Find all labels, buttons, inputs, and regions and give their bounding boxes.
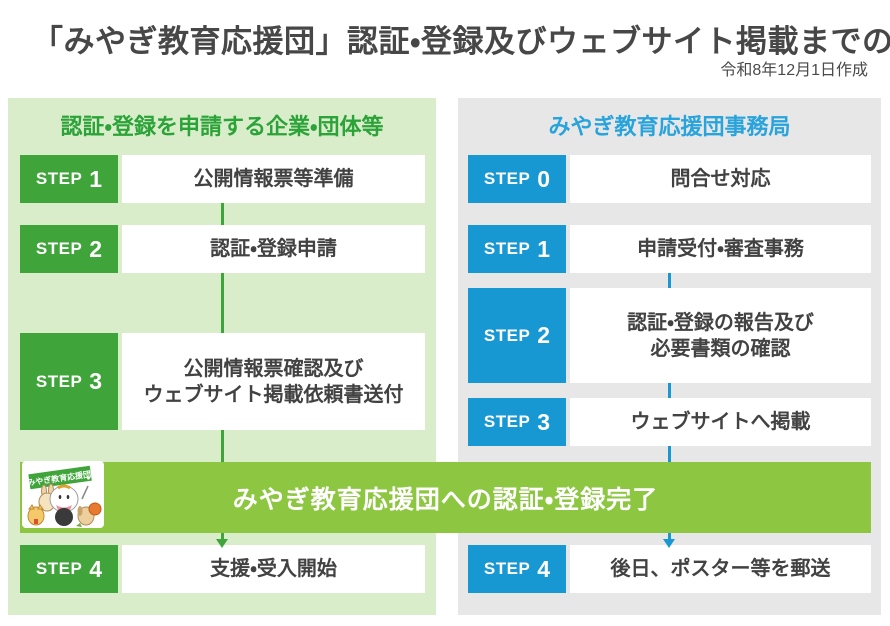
left-step-2-badge: STEP 2 bbox=[20, 225, 118, 273]
left-step-1-text: 公開情報票等準備 bbox=[122, 155, 425, 203]
left-step-2-text: 認証・登録申請 bbox=[122, 225, 425, 273]
left-step-1-badge: STEP 1 bbox=[20, 155, 118, 203]
page-title: 「みやぎ教育応援団」認証・登録及びウェブサイト掲載までの流れ bbox=[32, 24, 890, 59]
right-step-0-text: 問合せ対応 bbox=[570, 155, 871, 203]
right-step-1-badge: STEP 1 bbox=[468, 225, 566, 273]
step-number: 3 bbox=[537, 408, 551, 435]
step-number: 4 bbox=[537, 555, 551, 582]
left-step-2-row: STEP 2 認証・登録申請 bbox=[20, 225, 425, 273]
right-step-1-row: STEP 1 申請受付・審査事務 bbox=[468, 225, 871, 273]
right-step-0-row: STEP 0 問合せ対応 bbox=[468, 155, 871, 203]
step-number: 2 bbox=[89, 235, 103, 262]
office-column-title: みやぎ教育応援団事務局 bbox=[548, 114, 791, 139]
left-step-1-row: STEP 1 公開情報票等準備 bbox=[20, 155, 425, 203]
step-number: 1 bbox=[537, 235, 551, 262]
step-label: STEP bbox=[483, 239, 531, 258]
right-step-2-text: 認証・登録の報告及び 必要書類の確認 bbox=[570, 288, 871, 383]
completion-banner-text: みやぎ教育応援団への認証・登録完了 bbox=[232, 485, 659, 514]
left-step-4-badge: STEP 4 bbox=[20, 545, 118, 593]
step-number: 0 bbox=[537, 165, 551, 192]
left-step-3-badge: STEP 3 bbox=[20, 333, 118, 430]
right-step-3-badge: STEP 3 bbox=[468, 398, 566, 446]
right-step-2-row: STEP 2 認証・登録の報告及び 必要書類の確認 bbox=[468, 288, 871, 383]
flow-connector bbox=[668, 446, 671, 462]
step-label: STEP bbox=[35, 559, 83, 578]
left-step-3-text: 公開情報票確認及び ウェブサイト掲載依頼書送付 bbox=[122, 333, 425, 430]
right-step-4-row: STEP 4 後日、ポスター等を郵送 bbox=[468, 545, 871, 593]
arrow-down-icon bbox=[663, 539, 675, 548]
step-label: STEP bbox=[483, 412, 531, 431]
step-label: STEP bbox=[35, 239, 83, 258]
right-step-1-text: 申請受付・審査事務 bbox=[570, 225, 871, 273]
step-label: STEP bbox=[483, 559, 531, 578]
right-step-2-badge: STEP 2 bbox=[468, 288, 566, 383]
step-number: 2 bbox=[537, 322, 551, 348]
step-number: 3 bbox=[89, 368, 103, 394]
arrow-down-icon bbox=[216, 539, 228, 548]
miyagi-mascot-logo: みやぎ教育応援団 bbox=[22, 461, 104, 528]
flow-connector bbox=[668, 383, 671, 398]
step-label: STEP bbox=[483, 169, 531, 188]
flow-connector bbox=[668, 533, 671, 540]
flow-connector bbox=[221, 203, 224, 225]
flow-connector bbox=[221, 533, 224, 540]
mascot-illustration-icon: みやぎ教育応援団 bbox=[27, 465, 102, 527]
right-step-4-text: 後日、ポスター等を郵送 bbox=[570, 545, 871, 593]
flow-connector bbox=[668, 273, 671, 288]
right-step-4-badge: STEP 4 bbox=[468, 545, 566, 593]
completion-banner: みやぎ教育応援団への認証・登録完了 bbox=[20, 462, 871, 533]
right-step-3-row: STEP 3 ウェブサイトへ掲載 bbox=[468, 398, 871, 446]
step-number: 4 bbox=[89, 555, 103, 582]
step-label: STEP bbox=[35, 169, 83, 188]
right-step-0-badge: STEP 0 bbox=[468, 155, 566, 203]
creation-date: 令和8年12月1日作成 bbox=[720, 62, 868, 79]
left-step-4-text: 支援・受入開始 bbox=[122, 545, 425, 593]
step-number: 1 bbox=[89, 165, 103, 192]
flow-connector bbox=[221, 430, 224, 462]
right-step-3-text: ウェブサイトへ掲載 bbox=[570, 398, 871, 446]
applicant-column-title: 認証・登録を申請する企業・団体等 bbox=[60, 114, 384, 139]
left-step-4-row: STEP 4 支援・受入開始 bbox=[20, 545, 425, 593]
left-step-3-row: STEP 3 公開情報票確認及び ウェブサイト掲載依頼書送付 bbox=[20, 333, 425, 430]
step-label: STEP bbox=[35, 371, 83, 391]
step-label: STEP bbox=[483, 325, 531, 345]
flow-connector bbox=[221, 273, 224, 333]
